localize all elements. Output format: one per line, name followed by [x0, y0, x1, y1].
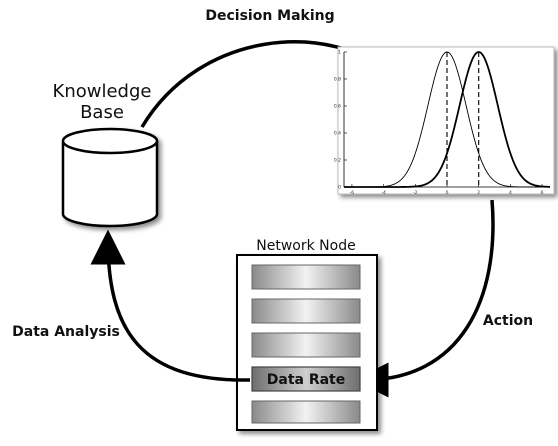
data-analysis-arrow [90, 229, 251, 382]
plot-layer: -6 -4 -2 0 2 4 6 0 0.2 0.4 0.6 0.8 1 [334, 50, 551, 196]
x-tick-label: -4 [381, 190, 386, 196]
network-node-slot-5 [251, 400, 361, 424]
x-tick-label: -2 [413, 190, 418, 196]
y-tick-label: 0.2 [334, 158, 341, 164]
x-tick-label: 0 [446, 190, 449, 196]
network-node-slot-3 [251, 332, 361, 358]
y-tick-label: 0.6 [334, 104, 341, 110]
distribution-plot [337, 46, 555, 195]
knowledge-base-cylinder-icon [61, 127, 159, 228]
network-node-slot-1 [251, 264, 361, 290]
data-analysis-label: Data Analysis [12, 324, 120, 340]
y-tick-label: 1 [338, 50, 341, 56]
plot-area [337, 46, 555, 195]
x-tick-label: 4 [509, 190, 512, 196]
x-tick-label: -6 [350, 190, 355, 196]
decision-making-label: Decision Making [205, 8, 334, 24]
data-rate-label: Data Rate [267, 372, 346, 388]
x-tick-label: 6 [541, 190, 544, 196]
y-tick-label: 0.4 [334, 131, 341, 137]
x-tick-label: 2 [477, 190, 480, 196]
y-tick-label: 0.8 [334, 77, 341, 83]
knowledge-base-label-line1: Knowledge [53, 81, 152, 102]
data-rate-slot [251, 366, 361, 392]
network-node-label: Network Node [256, 238, 355, 254]
distribution-curve-2 [344, 51, 551, 188]
knowledge-base-label-line2: Base [80, 102, 124, 123]
network-node-slot-2 [251, 298, 361, 324]
action-label: Action [483, 313, 533, 329]
action-arrow [353, 199, 495, 398]
y-tick-label: 0 [338, 185, 341, 191]
